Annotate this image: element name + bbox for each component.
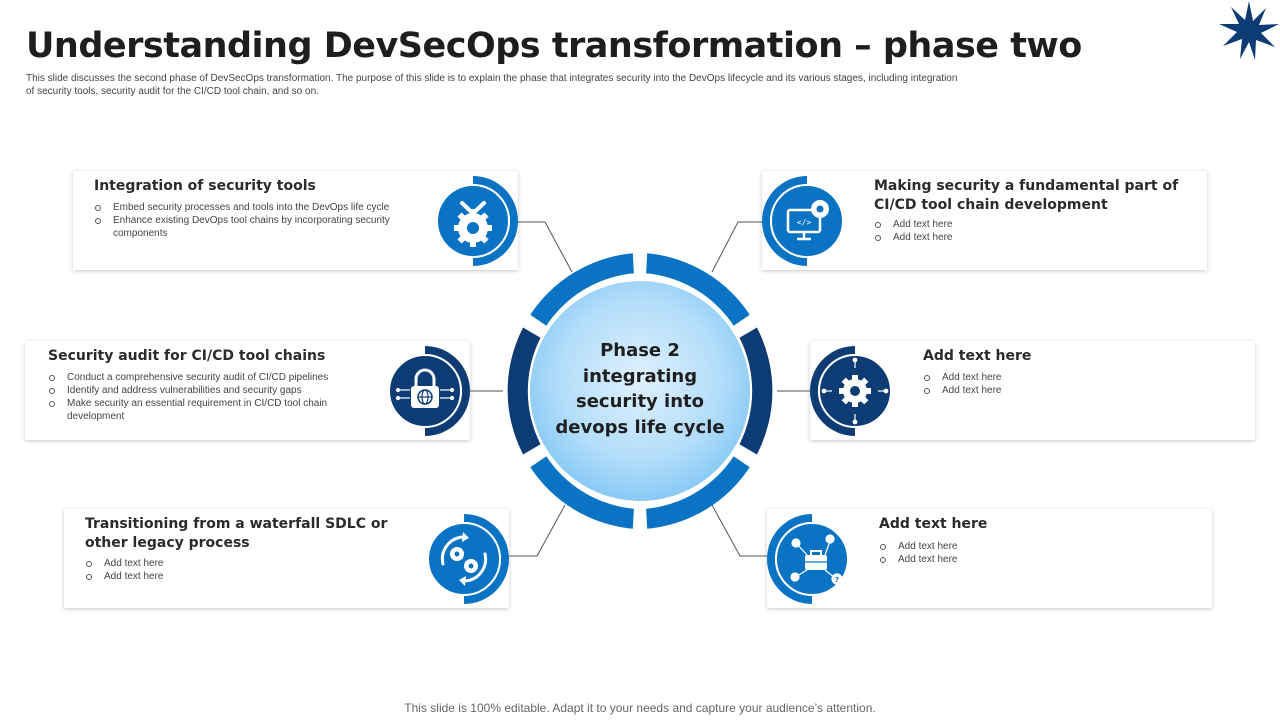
card-title-bottom-right: Add text here: [879, 516, 988, 532]
list-item: Enhance existing DevOps tool chains by i…: [94, 214, 424, 240]
center-label: Phase 2 integrating security into devops…: [540, 338, 740, 440]
slide-title: Understanding DevSecOps transformation –…: [26, 26, 1082, 66]
list-item: Conduct a comprehensive security audit o…: [48, 371, 358, 384]
list-item: Add text here: [879, 553, 1179, 566]
bullet-list-security-audit: Conduct a comprehensive security audit o…: [48, 371, 358, 423]
card-title-security-audit: Security audit for CI/CD tool chains: [48, 348, 326, 364]
svg-text:</>: </>: [797, 218, 812, 227]
list-item: Add text here: [85, 557, 385, 570]
card-title-line: Transitioning from a waterfall SDLC or: [85, 516, 388, 532]
ring-segment-bottom-right: [646, 456, 750, 529]
gears-cycle-icon: [419, 514, 509, 604]
bullet-list-bottom-right: Add text here Add text here: [879, 540, 1179, 566]
slide-subtitle: This slide discusses the second phase of…: [26, 73, 958, 97]
bullet-list-mid-right: Add text here Add text here: [923, 371, 1223, 397]
card-title-transitioning: Transitioning from a waterfall SDLC or o…: [85, 515, 387, 553]
ring-segment-right: [739, 327, 773, 455]
monitor-code-gear-icon: </>: [762, 176, 852, 266]
card-title-integration: Integration of security tools: [94, 178, 316, 194]
center-label-line: Phase 2: [600, 340, 680, 361]
briefcase-network-icon: ?: [767, 514, 857, 604]
center-label-line: security into: [575, 391, 704, 412]
ring-segment-left: [507, 327, 541, 455]
card-title-line: other legacy process: [85, 535, 250, 551]
list-item: Add text here: [879, 540, 1179, 553]
card-title-line: Making security a fundamental part of: [874, 178, 1179, 194]
card-title-making-security: Making security a fundamental part of CI…: [874, 177, 1178, 215]
ring-segment-top-left: [530, 253, 634, 326]
bullet-list-making-security: Add text here Add text here: [874, 218, 1174, 244]
list-item: Add text here: [874, 218, 1174, 231]
footer-note: This slide is 100% editable. Adapt it to…: [404, 701, 876, 715]
ring-segment-bottom-left: [530, 456, 634, 529]
lock-globe-icon: [380, 346, 470, 436]
bullet-list-integration: Embed security processes and tools into …: [94, 201, 424, 240]
card-title-mid-right: Add text here: [923, 348, 1032, 364]
svg-text:?: ?: [835, 576, 839, 584]
list-item: Add text here: [923, 371, 1223, 384]
gear-network-icon: [810, 346, 900, 436]
list-item: Add text here: [85, 570, 385, 583]
center-label-line: devops life cycle: [555, 416, 725, 438]
list-item: Add text here: [923, 384, 1223, 397]
list-item: Embed security processes and tools into …: [94, 201, 424, 214]
tools-gear-icon: [428, 176, 518, 266]
list-item: Make security an essential requirement i…: [48, 397, 358, 423]
star-logo-icon: [1218, 0, 1280, 62]
bullet-list-transitioning: Add text here Add text here: [85, 557, 385, 583]
ring-segment-top-right: [646, 253, 750, 326]
card-title-line: CI/CD tool chain development: [874, 197, 1108, 213]
center-label-line: integrating: [582, 365, 698, 387]
list-item: Identify and address vulnerabilities and…: [48, 384, 358, 397]
list-item: Add text here: [874, 231, 1174, 244]
